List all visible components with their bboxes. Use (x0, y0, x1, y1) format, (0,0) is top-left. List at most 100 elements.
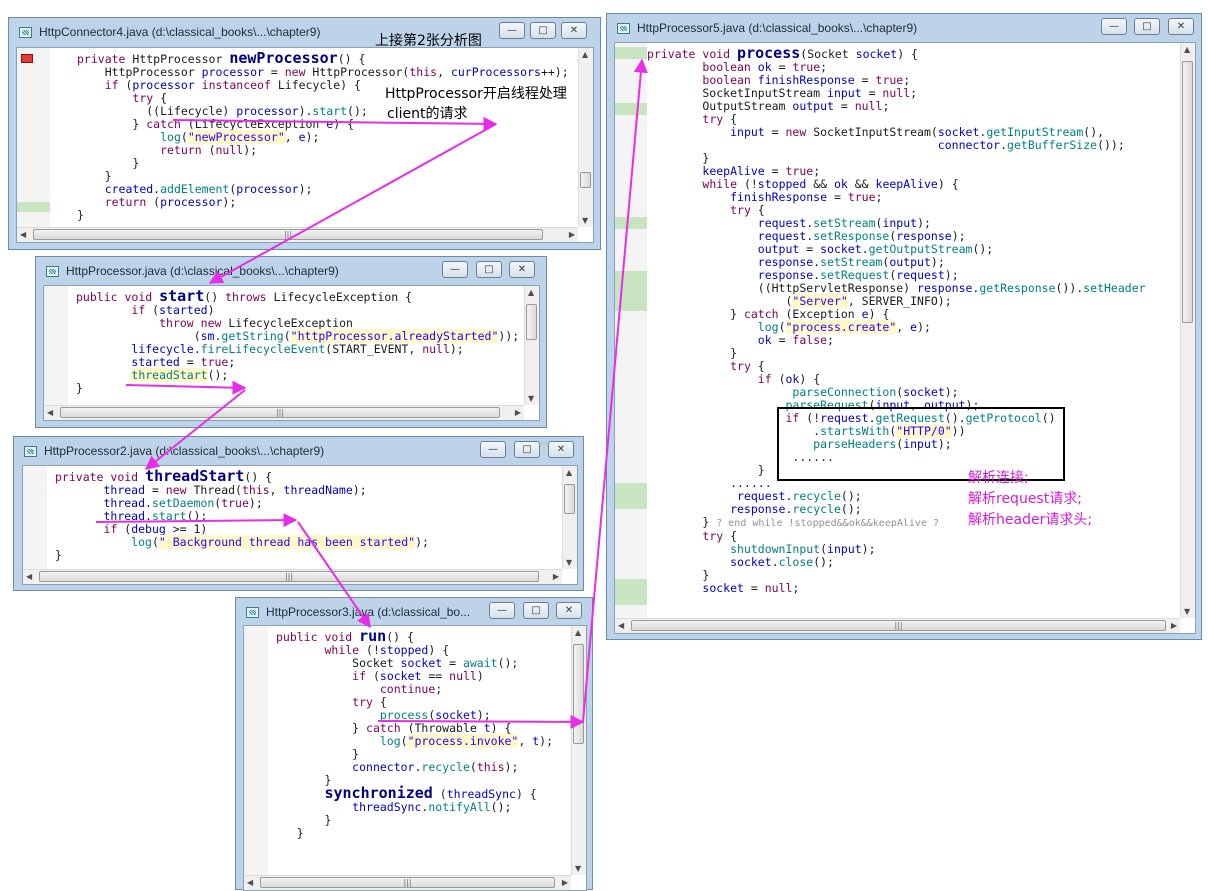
code-line: while (!stopped) { (324, 643, 450, 657)
window-title: HttpProcessor2.java (d:\classical_books\… (44, 444, 325, 458)
window-title: HttpProcessor3.java (d:\classical_bo... (266, 605, 471, 619)
code-line: output = socket.getOutputStream(); (757, 242, 994, 256)
title-bar[interactable]: HttpProcessor3.java (d:\classical_bo... … (236, 598, 592, 628)
close-button[interactable]: ✕ (561, 22, 587, 39)
horizontal-scrollbar[interactable]: ◀ ||| ▶ (244, 875, 571, 890)
code-line: request.setResponse(response); (757, 229, 966, 243)
code-line: } (276, 826, 304, 840)
minimize-button[interactable]: — (489, 602, 515, 619)
code-line: } (76, 381, 83, 395)
code-editor[interactable]: private void process(Socket socket) { bo… (614, 42, 1196, 634)
minimize-button[interactable]: — (442, 261, 468, 278)
code-line: private void threadStart() { (55, 467, 273, 485)
note-continuation: 上接第2张分析图 (375, 33, 482, 49)
code-line: started = true; (131, 355, 236, 369)
code-line: log("newProcessor", e); (160, 130, 320, 144)
code-line: private HttpProcessor newProcessor() { (77, 49, 366, 67)
code-line: response.recycle(); (730, 502, 862, 516)
code-line: if (ok) { (757, 372, 821, 386)
maximize-button[interactable]: □ (514, 441, 540, 458)
scroll-thumb[interactable]: ||| (260, 877, 555, 888)
code-line: connector.recycle(this); (352, 760, 519, 774)
maximize-button[interactable]: □ (523, 602, 549, 619)
code-line: public void start() throws LifecycleExce… (76, 287, 413, 305)
httpconnector4-window: HttpConnector4.java (d:\classical_books\… (8, 17, 601, 250)
scroll-thumb[interactable]: ||| (39, 571, 539, 582)
httpprocessor3-window: HttpProcessor3.java (d:\classical_bo... … (235, 597, 593, 891)
code-line: HttpProcessor processor = new HttpProces… (77, 65, 569, 79)
close-button[interactable]: ✕ (1168, 18, 1194, 35)
vertical-scrollbar[interactable]: ▲ ▼ (524, 286, 539, 405)
code-editor[interactable]: private void threadStart() { thread = ne… (22, 465, 578, 585)
code-line: if (!request.getRequest().getProtocol() (785, 411, 1056, 425)
parse-calls-highlight-box (777, 407, 1065, 481)
code-line: continue; (379, 682, 443, 696)
java-file-icon (24, 446, 37, 457)
code-editor[interactable]: public void start() throws LifecycleExce… (43, 285, 540, 421)
code-line: ok = false; (757, 333, 834, 347)
code-line: try { (132, 91, 168, 105)
code-line: response.setStream(output); (757, 255, 945, 269)
window-title: HttpConnector4.java (d:\classical_books\… (39, 25, 321, 39)
java-file-icon (19, 27, 32, 38)
code-line: while (!stopped && ok && keepAlive) { (702, 177, 959, 191)
code-line: } (77, 169, 112, 183)
code-line: connector.getBufferSize()); (937, 138, 1125, 152)
close-button[interactable]: ✕ (556, 602, 582, 619)
code-line: log("process.invoke", t); (379, 734, 554, 748)
breakpoint-icon[interactable] (21, 54, 33, 63)
maximize-button[interactable]: □ (530, 22, 556, 39)
vertical-scrollbar[interactable]: ▲ ▼ (578, 48, 593, 227)
code-line: finishResponse = true; (730, 190, 883, 204)
code-line: if (processor instanceof Lifecycle) { (104, 78, 361, 92)
scroll-thumb[interactable]: ||| (33, 229, 543, 240)
horizontal-scrollbar[interactable]: ◀ ||| ▶ (17, 227, 578, 242)
title-bar[interactable]: HttpProcessor5.java (d:\classical_books\… (607, 14, 1201, 44)
code-line: (sm.getString("httpProcessor.alreadyStar… (76, 329, 520, 343)
scroll-thumb[interactable]: ||| (631, 620, 1166, 631)
vertical-scrollbar[interactable]: ▲ ▼ (1180, 43, 1195, 618)
minimize-button[interactable]: — (499, 22, 525, 39)
scroll-thumb[interactable]: ||| (60, 407, 500, 418)
title-bar[interactable]: HttpProcessor2.java (d:\classical_books\… (14, 437, 583, 467)
code-line: thread = new Thread(this, threadName); (103, 483, 367, 497)
code-line: boolean finishResponse = true; (702, 73, 911, 87)
code-line: request.setStream(input); (757, 216, 931, 230)
vertical-scrollbar[interactable]: ▲ ▼ (562, 466, 577, 569)
code-line: } catch (Exception e) { (647, 307, 890, 321)
code-line: socket = null; (702, 581, 800, 595)
title-bar[interactable]: HttpConnector4.java (d:\classical_books\… (9, 18, 600, 48)
code-line: log("process.create", e); (757, 320, 931, 334)
note-parse-header: 解析header请求头; (968, 512, 1093, 528)
code-line: } (647, 568, 710, 582)
httpprocessor5-window: HttpProcessor5.java (d:\classical_books\… (606, 13, 1202, 640)
java-file-icon (617, 23, 630, 34)
note-start-thread-line2: client的请求 (387, 106, 468, 122)
horizontal-scrollbar[interactable]: ◀ ||| ▶ (615, 618, 1180, 633)
horizontal-scrollbar[interactable]: ◀ ||| ▶ (23, 569, 562, 584)
minimize-button[interactable]: — (480, 441, 506, 458)
code-line: request.recycle(); (737, 489, 862, 503)
code-line: .startsWith("HTTP/0")) (647, 424, 966, 438)
horizontal-scrollbar[interactable]: ◀ ||| ▶ (44, 405, 524, 420)
vertical-scrollbar[interactable]: ▲ ▼ (571, 626, 586, 875)
close-button[interactable]: ✕ (548, 441, 574, 458)
httpprocessor-window: HttpProcessor.java (d:\classical_books\.… (35, 256, 547, 428)
code-line: process(socket); (379, 708, 491, 722)
code-line: ("Server", SERVER_INFO); (647, 294, 952, 308)
code-line: shutdownInput(input); (730, 542, 876, 556)
maximize-button[interactable]: □ (476, 261, 502, 278)
code-line: } (77, 156, 140, 170)
code-line: try { (730, 203, 765, 217)
close-button[interactable]: ✕ (509, 261, 535, 278)
code-line: Socket socket = await(); (276, 656, 519, 670)
maximize-button[interactable]: □ (1134, 18, 1160, 35)
code-line: keepAlive = true; (702, 164, 821, 178)
code-line: if (socket == null) (352, 669, 484, 683)
window-title: HttpProcessor5.java (d:\classical_books\… (637, 21, 918, 35)
code-editor[interactable]: public void run() { while (!stopped) { S… (243, 625, 587, 891)
httpprocessor2-window: HttpProcessor2.java (d:\classical_books\… (13, 436, 584, 591)
title-bar[interactable]: HttpProcessor.java (d:\classical_books\.… (36, 257, 546, 287)
minimize-button[interactable]: — (1101, 18, 1127, 35)
code-editor[interactable]: private HttpProcessor newProcessor() { H… (16, 47, 594, 243)
